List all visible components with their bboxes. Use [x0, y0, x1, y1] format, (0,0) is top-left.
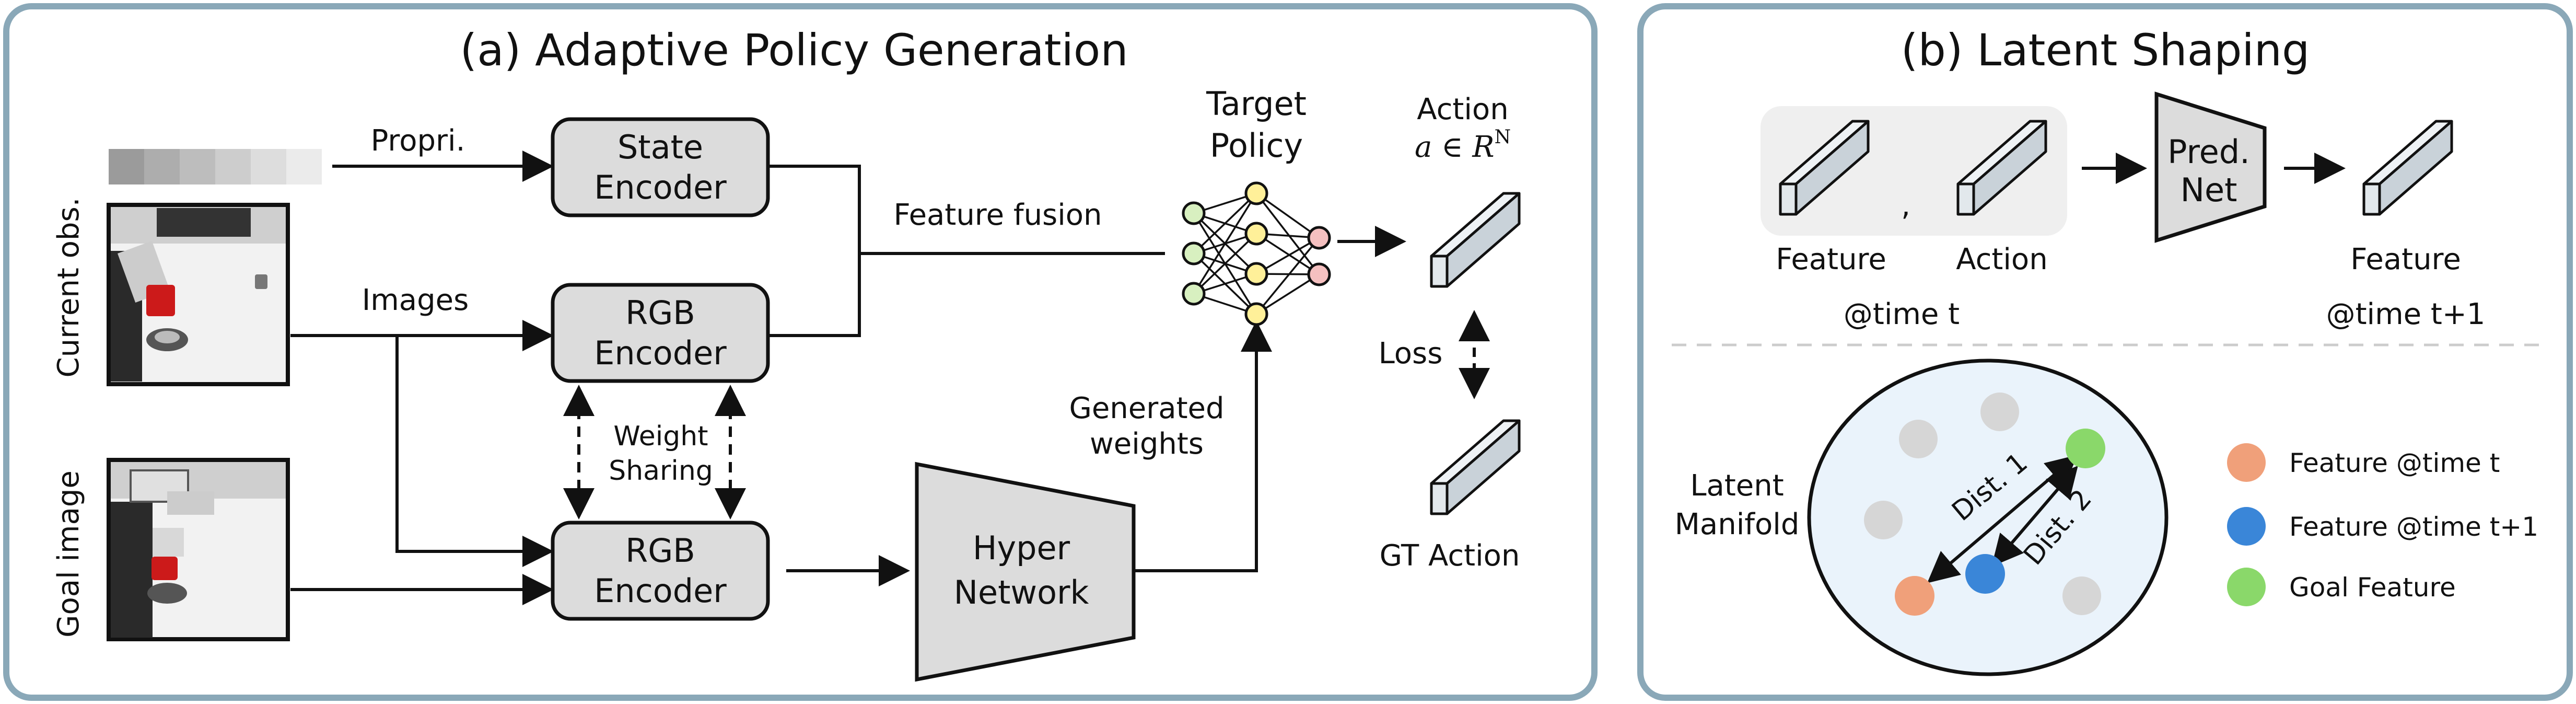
time-t-label: @time t [1844, 297, 1960, 331]
svg-text:State: State [617, 128, 703, 166]
output-feature-cube [2362, 120, 2453, 216]
panel-a-title: (a) Adaptive Policy Generation [460, 25, 1128, 76]
current-obs-label: Current obs. [52, 198, 86, 378]
action-vector-cube [1430, 192, 1521, 288]
feature-fusion-label: Feature fusion [893, 198, 1102, 232]
propri-label: Propri. [371, 124, 465, 158]
svg-text:RGB: RGB [625, 532, 695, 570]
target-policy-network [1182, 181, 1331, 326]
generated-weights-label-2: weights [1090, 427, 1204, 461]
target-policy-label-2: Policy [1210, 126, 1303, 165]
images-label: Images [362, 283, 469, 317]
action-label: Action [1417, 93, 1508, 126]
manifold-background-points [1864, 393, 2101, 615]
distance-arrows [1927, 455, 2078, 583]
legend-label-feature-t1: Feature @time t+1 [2289, 512, 2538, 542]
svg-text:Encoder: Encoder [594, 168, 727, 206]
panel-a-connectors [290, 151, 1406, 605]
panel-b-title: (b) Latent Shaping [1901, 25, 2310, 76]
svg-text:RGB: RGB [625, 294, 695, 332]
comma-separator: , [1901, 189, 1910, 223]
action-space-label: a ∈ RN [1415, 126, 1511, 164]
legend-swatch-feature-t1 [2227, 507, 2266, 546]
proprioception-strip [109, 149, 322, 184]
hyper-network-block: Hyper Network [915, 461, 1136, 682]
gt-action-vector-cube [1430, 419, 1521, 515]
input-feature-cube [1779, 120, 1870, 216]
gt-action-label: GT Action [1380, 539, 1520, 573]
pred-net-block: Pred. Net [2154, 91, 2267, 243]
state-encoder-box: State Encoder [551, 117, 770, 217]
goal-image-label: Goal image [52, 470, 86, 638]
svg-text:Encoder: Encoder [594, 334, 727, 372]
legend-swatch-goal-feature [2227, 568, 2266, 606]
weight-sharing-label-1: Weight [613, 421, 708, 452]
action-input-label: Action [1956, 243, 2047, 276]
input-action-cube [1956, 120, 2047, 216]
feature-label: Feature [1776, 243, 1886, 276]
legend: Feature @time t Feature @time t+1 Goal F… [2227, 443, 2538, 606]
svg-text:Pred.: Pred. [2167, 133, 2250, 171]
svg-text:Net: Net [2181, 171, 2237, 209]
rgb-encoder-top-box: RGB Encoder [551, 283, 770, 383]
svg-text:Encoder: Encoder [594, 572, 727, 610]
target-policy-label-1: Target [1206, 85, 1307, 123]
svg-text:Hyper: Hyper [973, 529, 1070, 567]
goal-image [107, 458, 290, 641]
goal-feature-point [2066, 429, 2105, 468]
rgb-encoder-bottom-box: RGB Encoder [551, 521, 770, 621]
feature-t1-point [1965, 554, 2005, 594]
latent-manifold-label-1: Latent [1690, 469, 1784, 503]
legend-swatch-feature-t [2227, 443, 2266, 482]
time-t1-label: @time t+1 [2326, 297, 2486, 331]
weight-sharing-label-2: Sharing [609, 455, 713, 487]
legend-label-feature-t: Feature @time t [2289, 448, 2500, 478]
current-obs-image [107, 203, 290, 386]
output-feature-label: Feature [2350, 243, 2461, 276]
panel-a-frame [3, 3, 1598, 701]
legend-label-goal-feature: Goal Feature [2289, 572, 2456, 603]
latent-manifold-label-2: Manifold [1675, 507, 1800, 541]
weight-sharing-arrows [563, 385, 746, 520]
generated-weights-label-1: Generated [1069, 391, 1224, 425]
feature-t-point [1895, 576, 1934, 616]
svg-text:Network: Network [954, 573, 1089, 611]
loss-label: Loss [1379, 337, 1443, 371]
